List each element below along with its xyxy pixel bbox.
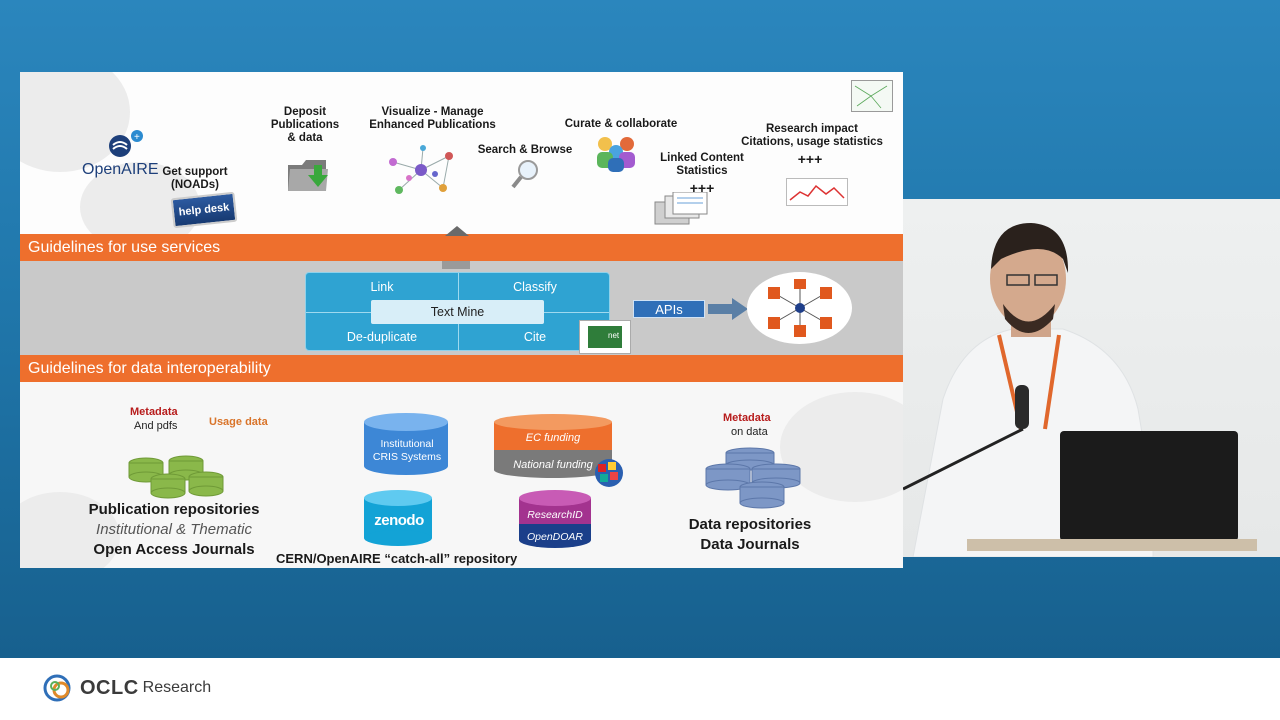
folder-download-icon	[288, 160, 328, 191]
footer-bar	[0, 658, 1280, 720]
publication-repositories-title: Publication repositories	[88, 501, 260, 518]
publication-repositories-icon	[128, 455, 224, 499]
arrow-up-icon	[445, 226, 469, 236]
dnet-logo-mark	[588, 326, 622, 348]
oclc-brand-text: OCLC	[80, 676, 139, 699]
network-graph-icon	[389, 145, 453, 194]
service-deduplicate: De-duplicate	[346, 330, 418, 344]
researchid-opendoar-icon	[519, 490, 591, 548]
line-chart-icon	[786, 178, 848, 206]
podium-table	[967, 539, 1257, 551]
research-plus: +++	[797, 151, 823, 167]
cris-database-icon	[364, 413, 448, 475]
graph-thumbnail-icon	[851, 80, 893, 112]
dnet-logo-text: net	[608, 331, 620, 340]
get-support-label: Get support (NOADs)	[162, 166, 228, 191]
apis-label: APIs	[633, 300, 705, 318]
institutional-thematic-subtitle: Institutional & Thematic	[96, 521, 252, 538]
laptop	[1060, 431, 1238, 541]
band-use-services: Guidelines for use services	[20, 234, 903, 261]
dnet-logo: net	[579, 320, 631, 354]
presentation-slide: + OpenAIRE Get support (NOADs) help desk…	[20, 72, 903, 568]
catch-all-caption: CERN/OpenAIRE “catch-all” repository	[276, 551, 518, 566]
openaire-logo-icon: +	[109, 130, 143, 157]
openaire-logo-text: OpenAIRE	[82, 161, 159, 178]
services-box: Link Classify Text Mine De-duplicate Cit…	[305, 272, 610, 351]
service-link: Link	[370, 280, 394, 294]
flags-globe-icon	[595, 459, 623, 487]
oclc-research-text: Research	[142, 679, 212, 696]
ec-funding-label: EC funding	[525, 432, 581, 444]
search-browse-label: Search & Browse	[477, 144, 573, 156]
speaker-video	[903, 199, 1280, 557]
magnifier-icon	[511, 160, 538, 189]
linked-content-label: Linked Content Statistics	[660, 152, 744, 177]
service-classify: Classify	[513, 280, 557, 294]
on-data-label: on data	[731, 426, 768, 438]
decor-blob	[780, 392, 903, 502]
oclc-logo-icon	[43, 674, 71, 702]
national-funding-label: National funding	[513, 459, 593, 471]
data-repositories-title: Data repositories	[688, 516, 812, 533]
data-repositories-icon	[705, 447, 801, 509]
people-collaborate-icon	[597, 137, 635, 172]
svg-text:+: +	[134, 132, 140, 143]
service-cite: Cite	[523, 330, 547, 344]
data-journals-title: Data Journals	[700, 536, 800, 553]
service-text-mine: Text Mine	[371, 300, 544, 324]
research-impact-label: Research impact Citations, usage statist…	[741, 123, 883, 148]
arrow-right-icon	[708, 298, 748, 320]
documents-stack-icon	[654, 192, 708, 225]
band-data-interoperability: Guidelines for data interoperability	[20, 355, 903, 382]
help-desk-text: help desk	[178, 201, 230, 219]
and-pdfs-label: And pdfs	[134, 420, 178, 432]
opendoar-label: OpenDOAR	[526, 531, 584, 543]
visualize-label: Visualize - Manage Enhanced Publications	[369, 106, 496, 131]
zenodo-database-icon	[364, 490, 432, 546]
open-access-journals-title: Open Access Journals	[93, 541, 255, 558]
cris-label: Institutional CRIS Systems	[372, 438, 442, 463]
zenodo-label: zenodo	[374, 512, 424, 529]
metadata-on-data-label: Metadata	[723, 412, 771, 424]
curate-label: Curate & collaborate	[564, 118, 678, 130]
usage-data-label: Usage data	[209, 416, 268, 428]
connector-bar	[442, 261, 470, 269]
researchid-label: ResearchID	[527, 509, 583, 521]
metadata-label: Metadata	[130, 406, 178, 418]
deposit-label: Deposit Publications & data	[270, 106, 340, 144]
oclc-research-logo: OCLC Research	[42, 672, 211, 704]
funding-database-icon	[494, 414, 612, 478]
cube-network-icon	[768, 279, 832, 337]
